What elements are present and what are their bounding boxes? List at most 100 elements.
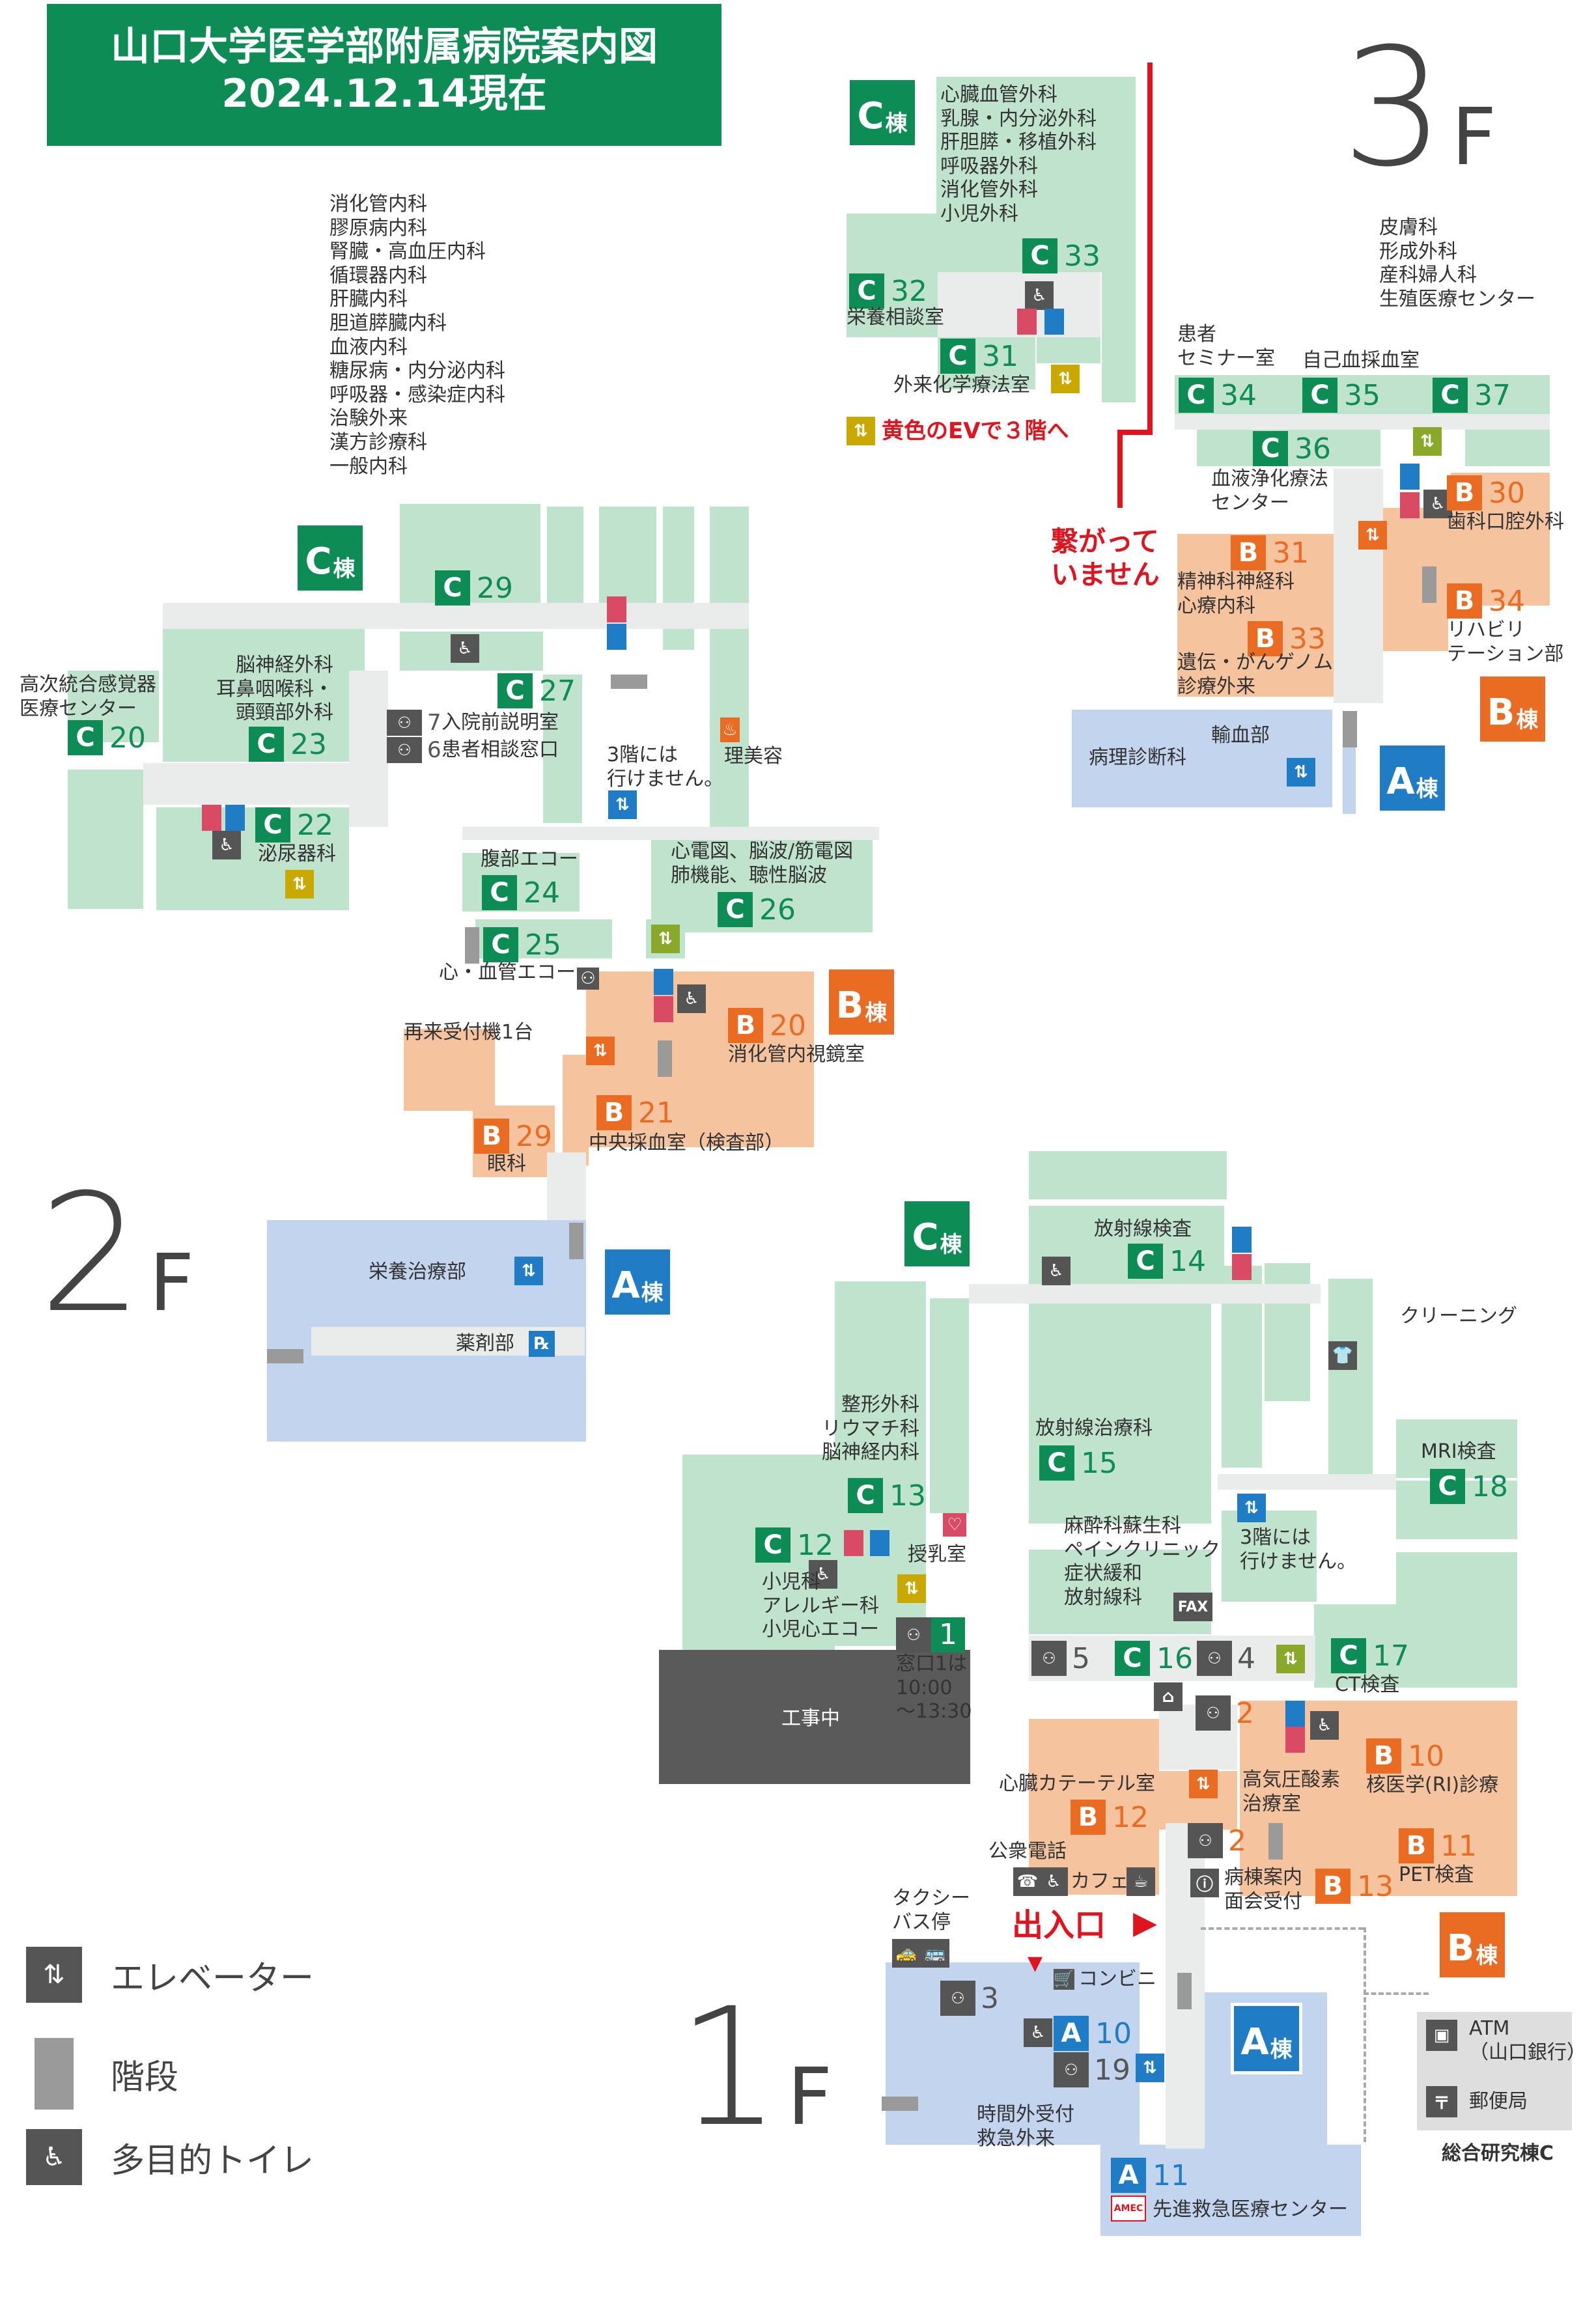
barber-label: 理美容 bbox=[724, 745, 783, 768]
yellow-elevator-icon: ⇅ bbox=[847, 417, 875, 445]
taxi-bus-label: タクシーバス停 bbox=[892, 1887, 970, 1934]
nutrition-label: 栄養治療部 bbox=[369, 1261, 466, 1283]
zone bbox=[1328, 1279, 1373, 1474]
entrance-label: 出入口 bbox=[1012, 1907, 1106, 1944]
zone bbox=[156, 807, 349, 910]
accessible-toilet-icon: ♿ bbox=[212, 831, 241, 859]
research-building-label: 総合研究棟C bbox=[1442, 2142, 1554, 2165]
zone bbox=[930, 1298, 969, 1513]
stairs-icon bbox=[1422, 566, 1436, 603]
disconnect-note: 繋がっていません bbox=[1051, 525, 1160, 591]
corridor bbox=[1218, 1474, 1396, 1490]
female-toilet-icon bbox=[1017, 309, 1037, 335]
b21-label: 中央採血室（検査部） bbox=[589, 1132, 784, 1154]
elevator-icon: ⇅ bbox=[514, 1257, 543, 1285]
outdoor-path bbox=[1364, 1992, 1429, 1995]
stairs-icon bbox=[1343, 711, 1357, 747]
c14-label: 放射線検査 bbox=[1094, 1218, 1192, 1240]
c23-label: 脳神経外科耳鼻咽喉科・頭頸部外科 bbox=[216, 654, 333, 725]
zone bbox=[1383, 606, 1448, 651]
accessible-toilet-icon: ♿ bbox=[677, 984, 706, 1013]
elevator-icon: ⇅ bbox=[1237, 1494, 1266, 1522]
male-toilet-icon bbox=[1232, 1227, 1252, 1253]
elevator-icon: ⇅ bbox=[1189, 1770, 1218, 1798]
post-label: 郵便局 bbox=[1469, 2090, 1528, 2113]
entrance-arrow-icon: ▶ bbox=[1133, 1904, 1157, 1941]
c12-departments: 小児科アレルギー科小児心エコー bbox=[762, 1570, 879, 1641]
accessible-toilet-icon: ♿ bbox=[1025, 281, 1054, 310]
reception-machine-label: 再来受付機1台 bbox=[404, 1021, 534, 1044]
corridor bbox=[462, 827, 879, 840]
elevator-icon: ⇅ bbox=[1287, 758, 1315, 787]
zone bbox=[1029, 1302, 1211, 1524]
legend-toilet: ♿ 多目的トイレ bbox=[26, 2129, 314, 2185]
elevator-icon: ⇅ bbox=[1358, 521, 1387, 550]
cafe-label: カフェ bbox=[1071, 1870, 1129, 1893]
amec-icon: AMEC bbox=[1111, 2196, 1146, 2222]
ward-info-label: 病棟案内面会受付 bbox=[1224, 1866, 1302, 1913]
outdoor-path bbox=[1201, 1927, 1364, 1930]
zone bbox=[936, 77, 1102, 272]
zone bbox=[547, 507, 583, 604]
b11-label: PET検査 bbox=[1399, 1863, 1474, 1886]
night-reception-label: 時間外受付救急外来 bbox=[977, 2103, 1074, 2150]
zone bbox=[886, 1962, 1140, 2145]
pharmacy-label: 薬剤部 bbox=[456, 1332, 514, 1355]
accessible-toilet-icon: ♿ bbox=[1024, 2018, 1052, 2047]
fax-icon: FAX bbox=[1173, 1593, 1212, 1621]
map-date: 2024.12.14現在 bbox=[221, 71, 547, 117]
no-3f-note-2f: 3階には行けません。 bbox=[607, 744, 724, 790]
c29-departments: 消化管内科膠原病内科腎臓・高血圧内科循環器内科肝臓内科胆道膵臓内科血液内科糖尿病… bbox=[329, 193, 505, 478]
accessible-toilet-icon: ♿ bbox=[451, 634, 479, 663]
zone bbox=[1222, 1511, 1317, 1602]
zone bbox=[1175, 375, 1550, 414]
elevator-icon: ⇅ bbox=[1413, 427, 1442, 456]
corridor bbox=[969, 1284, 1321, 1303]
elevator-icon: ⇅ bbox=[586, 1037, 615, 1065]
cardio-echo-label: 心・血管エコー bbox=[439, 961, 576, 984]
zone bbox=[543, 675, 582, 823]
public-phone-label: 公衆電話 bbox=[988, 1840, 1067, 1863]
b10-label: 核医学(RI)診療 bbox=[1366, 1774, 1499, 1796]
c13-departments: 整形外科リウマチ科脳神経内科 bbox=[822, 1393, 919, 1464]
legend-stairs: 階段 bbox=[26, 2038, 178, 2110]
window-7-label: 入院前説明室 bbox=[441, 711, 559, 734]
window-3: ⚇3 bbox=[940, 1981, 999, 2016]
yellow-elevator-icon: ⇅ bbox=[285, 870, 314, 899]
b33-label: 遺伝・がんゲノム診療外来 bbox=[1177, 651, 1334, 698]
accessible-toilet-icon: ♿ bbox=[1310, 1711, 1339, 1740]
yellow-ev-note: 黄色のEVで３階へ bbox=[882, 418, 1069, 444]
corridor bbox=[349, 671, 388, 827]
outdoor-path bbox=[1364, 1927, 1366, 2142]
title-banner: 山口大学医学部附属病院案内図 2024.12.14現在 bbox=[47, 4, 721, 146]
male-toilet-icon bbox=[1400, 464, 1420, 490]
window-19: ⚇19 bbox=[1054, 2052, 1130, 2087]
c15-label: 放射線治療科 bbox=[1035, 1417, 1153, 1440]
corridor bbox=[1334, 469, 1383, 703]
zone bbox=[400, 504, 540, 606]
accessible-toilet-icon: ♿ bbox=[1039, 1867, 1068, 1896]
window-2a: ⚇2 bbox=[1196, 1695, 1254, 1731]
disconnect-line bbox=[1147, 63, 1153, 434]
